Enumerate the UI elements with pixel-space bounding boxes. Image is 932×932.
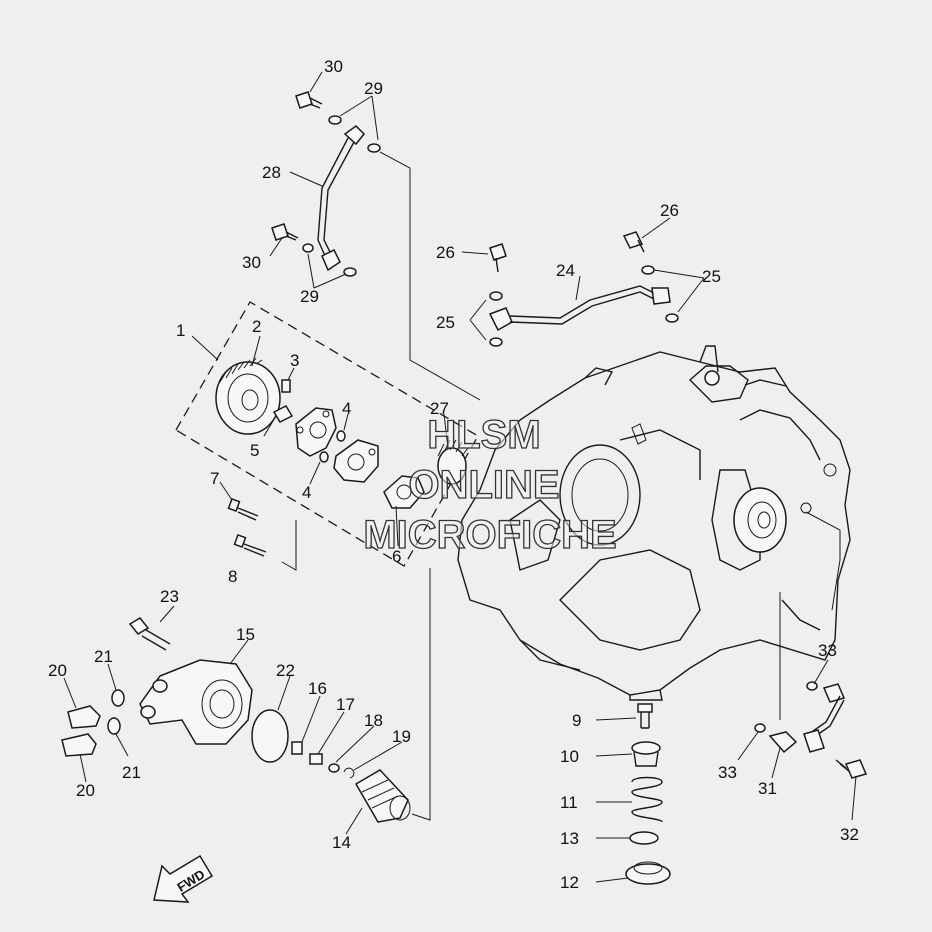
callout-27: 27 bbox=[430, 399, 449, 418]
callout-4: 4 bbox=[342, 399, 351, 418]
crankcase-body bbox=[457, 345, 851, 701]
callout-16: 16 bbox=[308, 679, 327, 698]
callout-10: 10 bbox=[560, 747, 579, 766]
callout-20: 20 bbox=[48, 661, 67, 680]
leader-lines bbox=[63, 71, 857, 883]
bolt-7 bbox=[227, 497, 259, 521]
callout-17: 17 bbox=[336, 695, 355, 714]
o-ring-13 bbox=[629, 831, 659, 845]
watermark-line-2: ONLINE bbox=[408, 463, 559, 507]
callout-33: 33 bbox=[818, 641, 837, 660]
callout-6: 6 bbox=[392, 547, 401, 566]
oil-pump-driven-gear bbox=[215, 357, 281, 435]
callout-22: 22 bbox=[276, 661, 295, 680]
callout-15: 15 bbox=[236, 625, 255, 644]
callout-1: 1 bbox=[176, 321, 185, 340]
callout-25: 25 bbox=[702, 267, 721, 286]
union-bolt-20a bbox=[67, 705, 101, 729]
oil-pump-housing bbox=[333, 439, 379, 483]
callout-18: 18 bbox=[364, 711, 383, 730]
oil-pump-assembly-outline bbox=[175, 301, 479, 567]
callout-26: 26 bbox=[660, 201, 679, 220]
callout-14: 14 bbox=[332, 833, 351, 852]
part-16 bbox=[291, 741, 303, 755]
callout-12: 12 bbox=[560, 873, 579, 892]
callout-20: 20 bbox=[76, 781, 95, 800]
callout-30: 30 bbox=[242, 253, 261, 272]
watermark: HLSM ONLINE MICROFICHE bbox=[363, 412, 618, 557]
callout-2: 2 bbox=[252, 317, 261, 336]
oil-filter-14 bbox=[354, 769, 411, 823]
gasket-6 bbox=[383, 475, 425, 509]
callout-3: 3 bbox=[290, 351, 299, 370]
callout-25: 25 bbox=[436, 313, 455, 332]
screw-5 bbox=[272, 405, 294, 423]
watermark-line-1: HLSM bbox=[427, 413, 540, 457]
spring-11 bbox=[631, 776, 663, 823]
callout-8: 8 bbox=[228, 567, 237, 586]
callout-21: 21 bbox=[122, 763, 141, 782]
forward-direction-arrow: FWD bbox=[153, 854, 214, 903]
oil-pipe-31 bbox=[754, 681, 868, 779]
dowel-pin-3 bbox=[281, 379, 291, 393]
circlip-19 bbox=[343, 767, 355, 779]
callout-31: 31 bbox=[758, 779, 777, 798]
callout-19: 19 bbox=[392, 727, 411, 746]
spring-17 bbox=[309, 753, 323, 765]
callout-23: 23 bbox=[160, 587, 179, 606]
pin-4b bbox=[319, 451, 329, 463]
oil-pump-drive-gear-27 bbox=[437, 439, 469, 485]
washer-21a bbox=[111, 689, 125, 707]
oil-cooler-housing-15 bbox=[139, 659, 253, 745]
plug-12 bbox=[625, 861, 671, 885]
callout-7: 7 bbox=[210, 469, 219, 488]
callout-5: 5 bbox=[250, 441, 259, 460]
callout-29: 29 bbox=[300, 287, 319, 306]
callout-28: 28 bbox=[262, 163, 281, 182]
callout-24: 24 bbox=[556, 261, 575, 280]
oil-pipe-24 bbox=[488, 231, 679, 347]
bolt-8 bbox=[233, 533, 267, 557]
drain-plug-9 bbox=[637, 703, 653, 729]
callout-32: 32 bbox=[840, 825, 859, 844]
bolt-23 bbox=[128, 617, 171, 651]
washer-18 bbox=[328, 763, 340, 773]
callout-30: 30 bbox=[324, 57, 343, 76]
callout-numbers: 30 29 28 30 29 26 26 24 25 25 1 2 3 4 5 … bbox=[48, 57, 859, 892]
callout-4: 4 bbox=[302, 483, 311, 502]
strainer-cap-10 bbox=[631, 741, 661, 767]
callout-26: 26 bbox=[436, 243, 455, 262]
watermark-line-3: MICROFICHE bbox=[363, 513, 616, 557]
callout-13: 13 bbox=[560, 829, 579, 848]
callout-21: 21 bbox=[94, 647, 113, 666]
oil-pump-cover bbox=[295, 407, 337, 457]
callout-11: 11 bbox=[560, 793, 578, 812]
o-ring-22 bbox=[251, 709, 289, 763]
callout-33: 33 bbox=[718, 763, 737, 782]
callout-29: 29 bbox=[364, 79, 383, 98]
pin-4a bbox=[336, 430, 346, 442]
oil-pipe-28 bbox=[271, 91, 381, 277]
guide-lines bbox=[281, 151, 841, 821]
union-bolt-20b bbox=[61, 733, 97, 757]
washer-21b bbox=[107, 717, 121, 735]
callout-9: 9 bbox=[572, 711, 581, 730]
